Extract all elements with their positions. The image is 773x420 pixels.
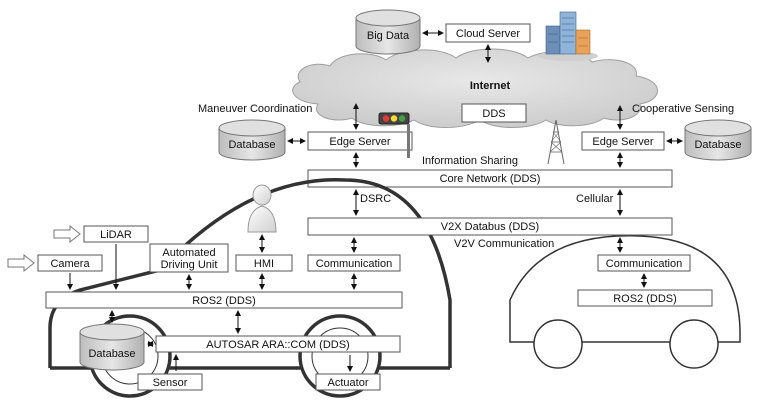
dsrc-label: DSRC xyxy=(360,193,391,205)
adu-label-line1: Automated xyxy=(162,247,215,259)
cellular-label: Cellular xyxy=(576,193,614,205)
core-network-label: Core Network (DDS) xyxy=(440,173,541,185)
ros2-left-box xyxy=(45,291,403,309)
ros2-right-box xyxy=(577,289,713,307)
sensor-box xyxy=(137,373,203,391)
edge-server-left-box xyxy=(307,131,413,151)
person-icon xyxy=(247,184,277,233)
communication-right-box xyxy=(597,254,691,272)
camera-label: Camera xyxy=(50,258,90,270)
camera-sensor-arrow-icon xyxy=(7,253,35,273)
hmi-label: HMI xyxy=(254,258,274,270)
building-icon xyxy=(538,11,598,61)
internet-label: Internet xyxy=(470,80,511,92)
database-right-label: Database xyxy=(694,139,741,151)
actuator-box xyxy=(315,373,381,391)
v2x-databus-box xyxy=(307,217,673,236)
v2x-databus-label: V2X Databus (DDS) xyxy=(441,221,539,233)
communication-left-box xyxy=(307,254,401,272)
vehicle-database-label: Database xyxy=(88,348,135,360)
v2v-communication-label: V2V Communication xyxy=(454,238,554,250)
sensor-arrow-icon xyxy=(53,224,81,244)
database-left-label: Database xyxy=(228,139,275,151)
sensor-label: Sensor xyxy=(153,377,188,389)
database-left-store xyxy=(218,119,286,161)
lidar-box xyxy=(83,225,149,243)
database-right-store xyxy=(684,119,752,161)
communication-left-label: Communication xyxy=(316,258,392,270)
cloud-server-box xyxy=(445,23,531,43)
cooperative-sensing-label: Cooperative Sensing xyxy=(632,103,734,115)
big-data-store xyxy=(355,9,421,55)
automated-driving-unit-box xyxy=(149,243,229,273)
ros2-right-label: ROS2 (DDS) xyxy=(613,293,677,305)
adu-label-line2: Driving Unit xyxy=(161,259,218,271)
edge-server-left-label: Edge Server xyxy=(329,136,390,148)
autosar-box xyxy=(155,335,401,353)
maneuver-coordination-label: Maneuver Coordination xyxy=(198,103,312,115)
lidar-label: LiDAR xyxy=(100,229,132,241)
hmi-box xyxy=(235,254,293,272)
dds-label: DDS xyxy=(482,108,505,120)
vehicle-database-store xyxy=(79,323,145,371)
edge-server-right-label: Edge Server xyxy=(592,136,653,148)
dds-box xyxy=(461,103,527,123)
camera-box xyxy=(37,254,103,272)
core-network-box xyxy=(307,169,673,188)
cell-tower-icon xyxy=(547,119,565,165)
big-data-label: Big Data xyxy=(367,30,410,42)
communication-right-label: Communication xyxy=(606,258,682,270)
autosar-label: AUTOSAR ARA::COM (DDS) xyxy=(206,339,349,351)
cloud-server-label: Cloud Server xyxy=(456,28,521,40)
information-sharing-label: Information Sharing xyxy=(422,155,518,167)
ros2-left-label: ROS2 (DDS) xyxy=(192,295,256,307)
actuator-label: Actuator xyxy=(328,377,369,389)
traffic-light-icon xyxy=(378,112,410,158)
edge-server-right-box xyxy=(581,131,665,151)
